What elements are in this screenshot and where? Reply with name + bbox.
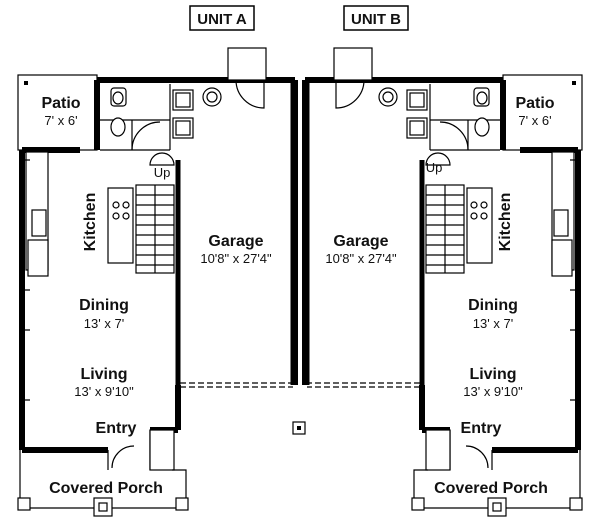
- unit-b-dining-dim: 13' x 7': [473, 316, 513, 331]
- unit-b-entry-label: Entry: [461, 420, 502, 437]
- unit-a-dining-label: Dining: [79, 297, 129, 314]
- unit-a-entry-label: Entry: [96, 420, 137, 437]
- unit-a-patio-label: Patio: [41, 95, 80, 112]
- unit-a-porch-label: Covered Porch: [49, 480, 163, 497]
- unit-a-living-dim: 13' x 9'10": [74, 384, 134, 399]
- unit-b-title: UNIT B: [343, 5, 409, 31]
- unit-b-up-label: Up: [426, 160, 443, 175]
- unit-a-kitchen-label: Kitchen: [82, 193, 99, 252]
- unit-a-title-text: UNIT A: [197, 11, 247, 28]
- patio-slab: [17, 74, 98, 151]
- unit-a: [17, 47, 298, 517]
- unit-a-patio-dim: 7' x 6': [44, 113, 77, 128]
- unit-b-patio-dim: 7' x 6': [518, 113, 551, 128]
- unit-a-garage-dim: 10'8" x 27'4": [200, 251, 272, 266]
- unit-b: [302, 47, 583, 517]
- unit-a-title: UNIT A: [189, 5, 255, 31]
- unit-b-living-dim: 13' x 9'10": [463, 384, 523, 399]
- unit-a-living-label: Living: [80, 366, 127, 383]
- unit-b-porch-label: Covered Porch: [434, 480, 548, 497]
- unit-b-kitchen-label: Kitchen: [497, 193, 514, 252]
- unit-b-title-text: UNIT B: [351, 11, 401, 28]
- unit-b-garage-label: Garage: [333, 233, 388, 250]
- unit-a-up-label: Up: [154, 165, 171, 180]
- unit-b-garage-dim: 10'8" x 27'4": [325, 251, 397, 266]
- unit-a-dining-dim: 13' x 7': [84, 316, 124, 331]
- unit-b-living-label: Living: [469, 366, 516, 383]
- unit-a-garage-label: Garage: [208, 233, 263, 250]
- unit-b-patio-label: Patio: [515, 95, 554, 112]
- unit-b-dining-label: Dining: [468, 297, 518, 314]
